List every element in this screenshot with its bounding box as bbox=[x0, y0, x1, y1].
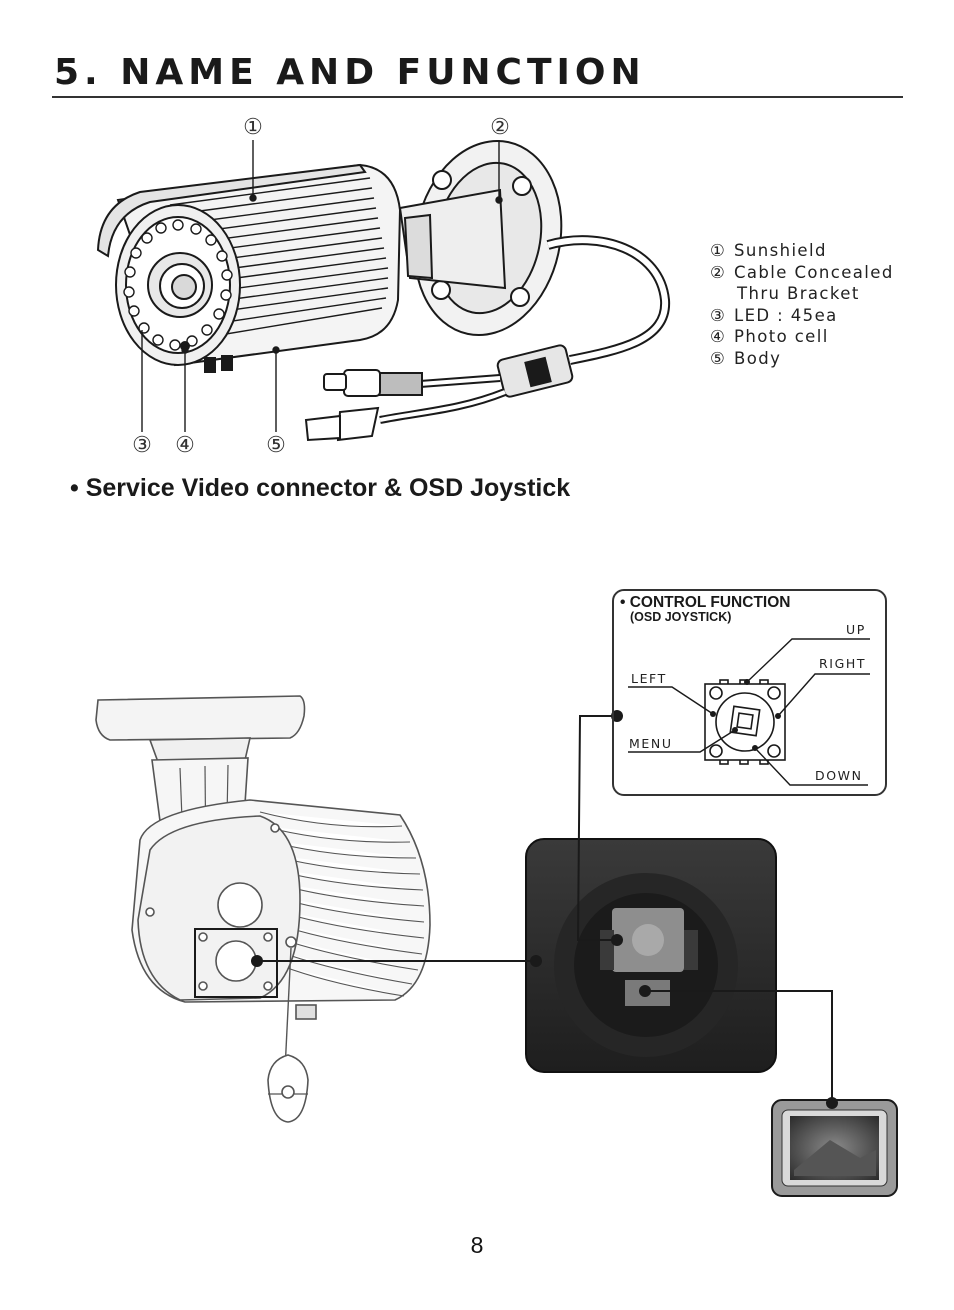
connection-dots bbox=[251, 710, 838, 1109]
camera-body-illustration bbox=[96, 139, 671, 442]
page-title: 5. NAME AND FUNCTION bbox=[54, 52, 646, 93]
legend-label: Sunshield bbox=[734, 241, 827, 260]
page-number: 8 bbox=[470, 1232, 484, 1258]
legend-number: ③ bbox=[710, 305, 727, 325]
legend-number: ④ bbox=[710, 327, 727, 347]
control-function-box bbox=[612, 589, 887, 796]
callout-4: ④ bbox=[175, 433, 195, 458]
legend-label: Thru Bracket bbox=[737, 284, 860, 304]
legend-number: ② bbox=[710, 262, 727, 282]
joystick-photo bbox=[525, 838, 777, 1073]
legend-item: ④ Photo cell bbox=[710, 326, 940, 348]
legend-item: Thru Bracket bbox=[710, 283, 940, 305]
section-heading: • Service Video connector & OSD Joystick bbox=[70, 474, 571, 502]
control-function-title: • CONTROL FUNCTION bbox=[620, 594, 791, 611]
title-divider bbox=[52, 96, 903, 98]
connection-lines bbox=[257, 715, 833, 1103]
rear-camera-illustration bbox=[95, 695, 431, 1123]
legend-number: ⑤ bbox=[710, 348, 727, 368]
direction-label-right: RIGHT bbox=[819, 656, 867, 671]
legend-label: Cable Concealed bbox=[734, 262, 894, 282]
legend-item: ② Cable Concealed bbox=[710, 262, 940, 284]
direction-label-left: LEFT bbox=[631, 671, 667, 686]
callout-5: ⑤ bbox=[266, 433, 286, 458]
legend-label: Body bbox=[734, 348, 782, 368]
direction-label-menu: MENU bbox=[629, 736, 673, 751]
legend-item: ③ LED : 45ea bbox=[710, 305, 940, 327]
direction-label-up: UP bbox=[846, 622, 866, 637]
legend-number: ① bbox=[710, 241, 727, 260]
legend-item: ⑤ Body bbox=[710, 348, 940, 370]
parts-legend: ① Sunshield ② Cable Concealed Thru Bracket… bbox=[710, 240, 940, 370]
legend-label: Photo cell bbox=[734, 327, 829, 347]
callout-2: ② bbox=[490, 115, 510, 140]
monitor-icon bbox=[771, 1099, 898, 1197]
direction-label-down: DOWN bbox=[815, 768, 863, 783]
direction-leaders bbox=[628, 638, 870, 786]
callout-3: ③ bbox=[132, 433, 152, 458]
joystick-icon bbox=[704, 679, 786, 765]
callout-1: ① bbox=[243, 115, 263, 140]
legend-item: ① Sunshield bbox=[710, 240, 940, 262]
control-function-subtitle: (OSD JOYSTICK) bbox=[630, 610, 732, 624]
legend-label: LED : 45ea bbox=[734, 305, 838, 325]
callout-leaders bbox=[141, 140, 503, 432]
